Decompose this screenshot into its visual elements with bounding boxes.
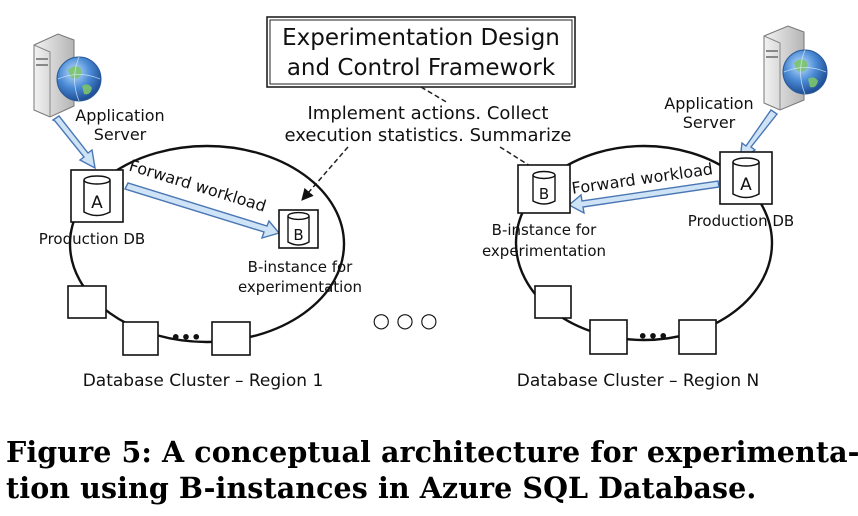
b-instance-label-line2: experimentation <box>482 242 606 260</box>
architecture-diagram: Experimentation Design and Control Frame… <box>33 16 828 391</box>
forward-workload-arrow <box>567 180 720 215</box>
forward-workload-arrow <box>124 182 281 240</box>
framework-connector <box>420 86 449 104</box>
figure-caption: Figure 5: A conceptual architecture for … <box>6 434 858 506</box>
server-to-db-arrow <box>51 115 96 170</box>
b-instance: B <box>278 209 319 249</box>
database-icon <box>287 211 310 246</box>
production-db: A <box>719 151 773 205</box>
b-letter: B <box>293 226 303 244</box>
framework-title-line1: Experimentation Design <box>282 25 560 51</box>
server-label-line2: Server <box>683 113 736 132</box>
db-letter: A <box>740 175 752 195</box>
b-instance-label-line2: experimentation <box>238 278 362 296</box>
more-nodes-dots: ••• <box>638 327 669 346</box>
b-instance: B <box>517 164 571 214</box>
database-icon <box>83 175 111 217</box>
framework-title-line2: and Control Framework <box>287 55 556 81</box>
framework-box: Experimentation Design and Control Frame… <box>266 16 576 88</box>
more-nodes-dots: ••• <box>171 328 202 347</box>
cluster-node <box>122 321 159 356</box>
production-db-label: Production DB <box>39 230 145 248</box>
database-icon <box>532 170 556 205</box>
production-db: A <box>70 169 124 223</box>
cluster-node <box>534 285 572 319</box>
b-instance-label-line1: B-instance for <box>492 221 597 239</box>
cluster-node <box>67 285 107 319</box>
b-letter: B <box>539 185 549 203</box>
server-icon <box>763 25 828 111</box>
server-icon <box>33 33 102 118</box>
cluster-label: Database Cluster – Region N <box>517 371 759 391</box>
cluster-ring-left <box>68 144 346 344</box>
right-control-arrow <box>499 146 548 177</box>
caption-line2: tion using B-instances in Azure SQL Data… <box>6 471 757 505</box>
b-instance-label-line1: B-instance for <box>248 258 353 276</box>
cluster-node <box>589 319 628 355</box>
cluster-label: Database Cluster – Region 1 <box>83 371 324 391</box>
server-label-line1: Application <box>75 106 164 125</box>
cluster-node <box>211 321 251 356</box>
db-letter: A <box>91 193 103 213</box>
server-label-line2: Server <box>94 125 147 144</box>
cluster-node <box>678 319 717 355</box>
server-label-line1: Application <box>664 94 753 113</box>
caption-line1: Figure 5: A conceptual architecture for … <box>6 435 858 469</box>
cluster-ring-right <box>514 144 774 342</box>
database-icon <box>732 157 760 199</box>
regions-ellipsis: ○ ○ ○ <box>372 308 437 332</box>
actions-text-line1: Implement actions. Collect <box>308 103 549 124</box>
production-db-label: Production DB <box>688 212 794 230</box>
left-control-arrow <box>301 146 349 201</box>
actions-text-line2: execution statistics. Summarize <box>285 125 572 146</box>
